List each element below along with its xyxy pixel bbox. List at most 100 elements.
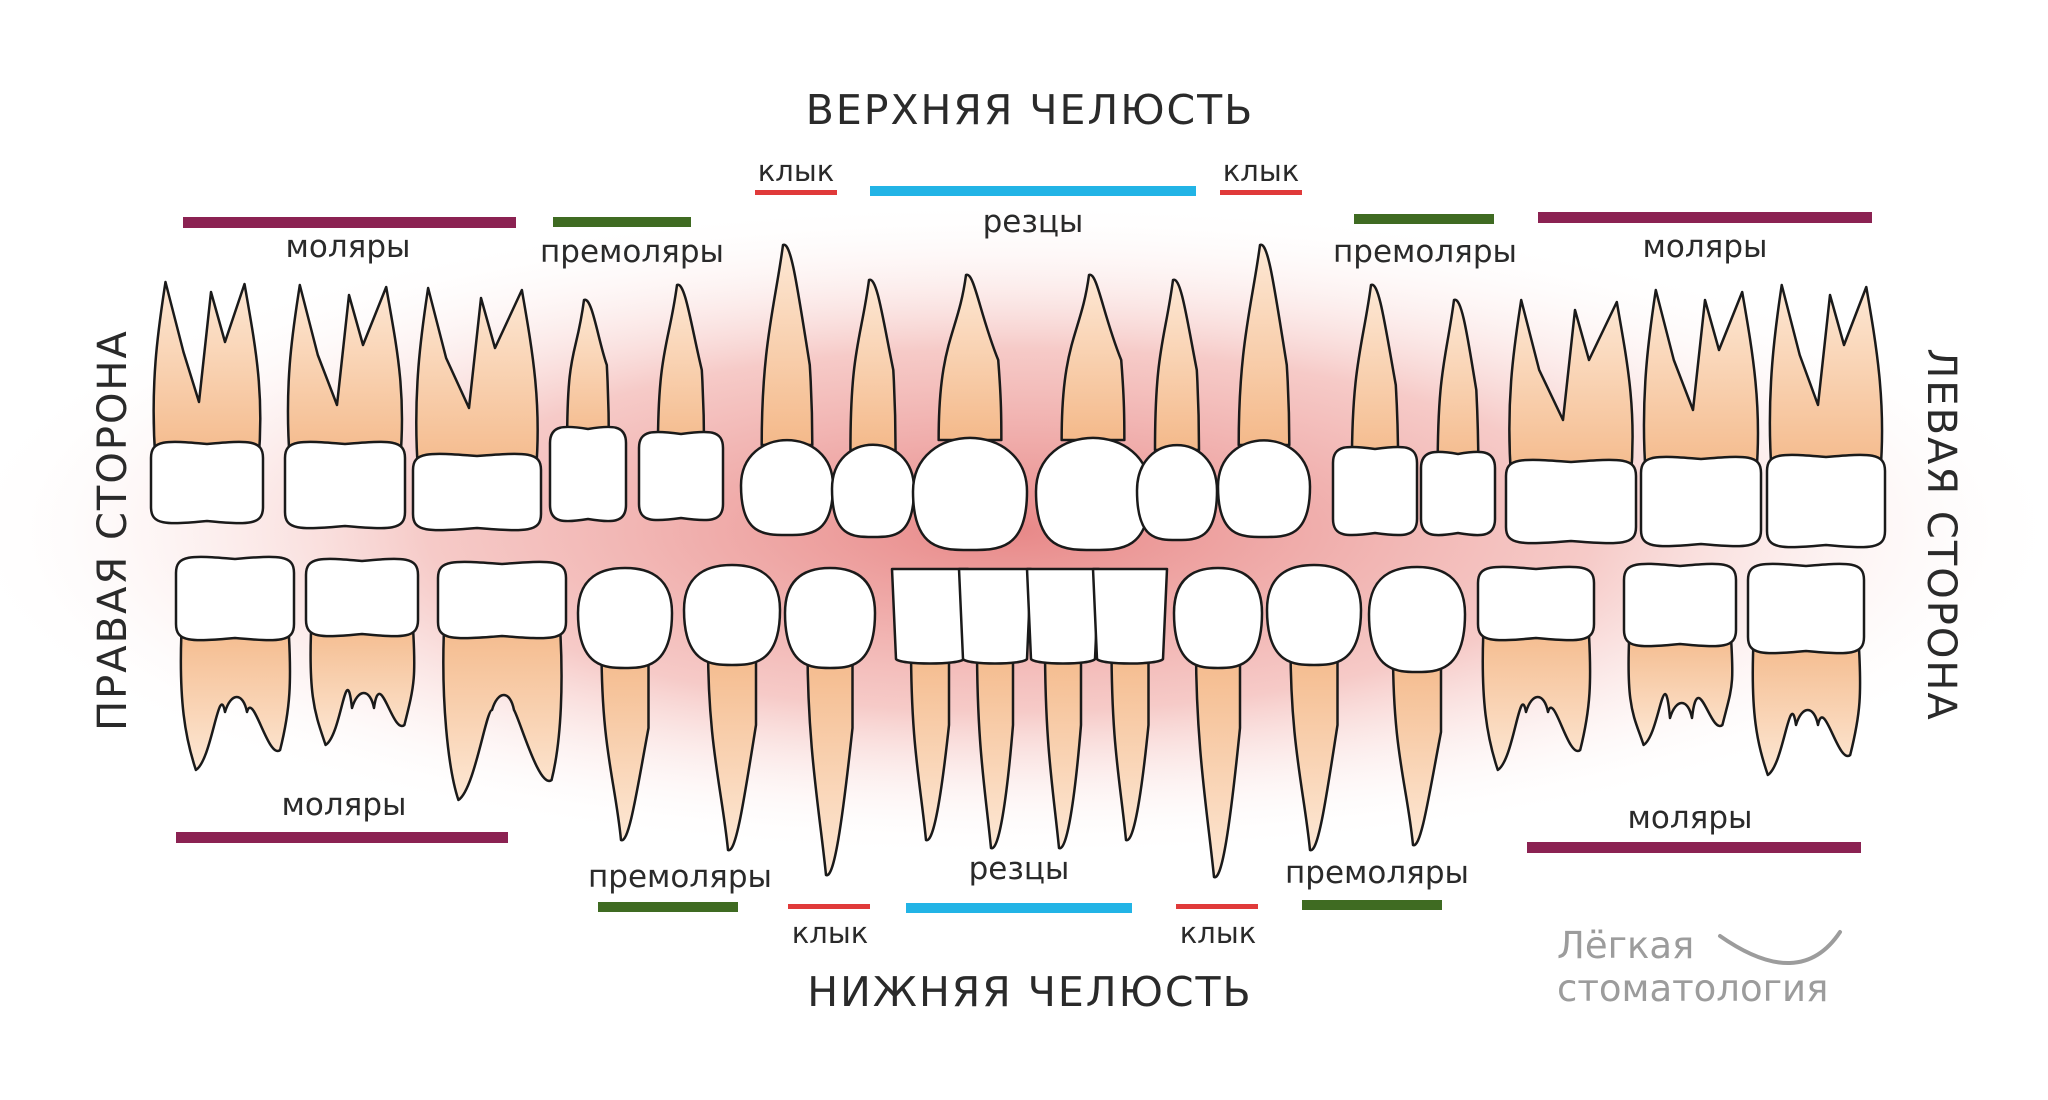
upper-molars-right-label: моляры bbox=[286, 229, 411, 265]
upper-tooth-crown bbox=[1504, 458, 1638, 545]
logo: Лёгкая стоматология bbox=[1557, 924, 1842, 1010]
lower-tooth-crown bbox=[1622, 562, 1738, 648]
upper-tooth-root bbox=[1642, 288, 1760, 477]
upper-tooth-crown bbox=[1135, 444, 1219, 542]
lower-premolars-right-label: премоляры bbox=[588, 859, 772, 895]
lower-molars-right-label: моляры bbox=[282, 787, 407, 823]
lower-tooth-root bbox=[1391, 650, 1443, 847]
upper-tooth-root bbox=[565, 298, 611, 447]
upper-tooth-root bbox=[286, 283, 404, 462]
upper-tooth-root bbox=[656, 283, 706, 452]
bar-lower-premolars-right bbox=[598, 902, 738, 912]
group-bars bbox=[176, 186, 1872, 913]
lower-tooth-crown bbox=[436, 560, 568, 640]
bar-upper-premolars-right bbox=[553, 217, 691, 227]
lower-tooth-root bbox=[179, 620, 292, 772]
logo-line1: Лёгкая bbox=[1557, 924, 1694, 967]
lower-tooth-crown bbox=[890, 567, 970, 665]
lower-tooth-crown bbox=[304, 557, 420, 638]
upper-tooth-crown bbox=[911, 436, 1029, 552]
upper-roots bbox=[152, 243, 1884, 480]
lower-tooth-crown bbox=[1746, 562, 1866, 655]
lower-tooth-root bbox=[706, 643, 758, 852]
upper-tooth-root bbox=[1153, 278, 1201, 452]
lower-tooth-crown bbox=[783, 566, 877, 670]
bar-lower-premolars-left bbox=[1302, 900, 1442, 910]
bar-lower-molars-right bbox=[176, 832, 508, 843]
upper-premolars-left-label: премоляры bbox=[1333, 234, 1517, 270]
lower-tooth-crown bbox=[576, 566, 674, 670]
upper-tooth-crown bbox=[1765, 453, 1887, 549]
lower-jaw-title: НИЖНЯЯ ЧЕЛЮСТЬ bbox=[807, 968, 1252, 1016]
bar-lower-molars-left bbox=[1527, 842, 1861, 853]
bar-upper-molars-right bbox=[183, 217, 516, 228]
bar-upper-molars-left bbox=[1538, 212, 1872, 223]
lower-tooth-root bbox=[442, 618, 563, 802]
lower-tooth-crown bbox=[1091, 567, 1169, 665]
lower-tooth-root bbox=[1751, 633, 1862, 777]
upper-tooth-root bbox=[1350, 283, 1400, 467]
upper-tooth-root bbox=[1768, 283, 1884, 475]
lower-tooth-crown bbox=[174, 555, 296, 642]
lower-tooth-root bbox=[1043, 643, 1083, 850]
upper-tooth-root bbox=[415, 286, 539, 474]
upper-tooth-crown bbox=[548, 425, 628, 523]
lower-tooth-root bbox=[309, 616, 416, 747]
upper-tooth-root bbox=[1508, 298, 1634, 480]
upper-premolars-right-label: премоляры bbox=[540, 234, 724, 270]
upper-tooth-root bbox=[937, 273, 1003, 442]
lower-tooth-crown bbox=[957, 567, 1033, 665]
lower-incisors-label: резцы bbox=[969, 851, 1070, 887]
upper-tooth-crown bbox=[1419, 450, 1497, 537]
logo-smile-icon bbox=[1718, 930, 1842, 965]
upper-molars-left-label: моляры bbox=[1643, 229, 1768, 265]
lower-molars-left-label: моляры bbox=[1628, 800, 1753, 836]
bar-upper-canine-left bbox=[1220, 190, 1302, 195]
lower-tooth-crown bbox=[1367, 565, 1467, 674]
logo-line2: стоматология bbox=[1557, 967, 1828, 1010]
upper-canine-left-label: клык bbox=[1223, 154, 1299, 188]
lower-tooth-root bbox=[1194, 646, 1242, 879]
bar-upper-premolars-left bbox=[1354, 214, 1494, 224]
lower-tooth-root bbox=[1627, 626, 1734, 747]
lower-tooth-root bbox=[600, 646, 650, 842]
upper-tooth-crown bbox=[1034, 436, 1152, 552]
upper-tooth-root bbox=[1237, 243, 1291, 447]
bar-lower-incisors bbox=[906, 903, 1132, 913]
upper-tooth-crown bbox=[283, 440, 407, 530]
upper-tooth-crown bbox=[1331, 445, 1419, 537]
upper-incisors-label: резцы bbox=[983, 204, 1084, 240]
lower-canine-left-label: клык bbox=[1180, 916, 1256, 950]
lower-tooth-root bbox=[1481, 620, 1592, 772]
upper-tooth-root bbox=[849, 278, 897, 452]
upper-tooth-crown bbox=[411, 452, 543, 532]
lower-tooth-crown bbox=[1265, 563, 1363, 667]
bar-upper-canine-right bbox=[755, 190, 837, 195]
lower-crowns bbox=[174, 555, 1866, 674]
lower-tooth-root bbox=[975, 643, 1015, 850]
lower-roots bbox=[179, 616, 1862, 879]
upper-tooth-root bbox=[1060, 273, 1126, 442]
bar-lower-canine-left bbox=[1176, 904, 1258, 909]
upper-tooth-crown bbox=[1639, 455, 1763, 548]
bar-upper-incisors bbox=[870, 186, 1196, 196]
bar-lower-canine-right bbox=[788, 904, 870, 909]
upper-canine-right-label: клык bbox=[758, 154, 834, 188]
upper-tooth-root bbox=[152, 280, 262, 462]
lower-tooth-crown bbox=[682, 563, 782, 667]
lower-tooth-crown bbox=[1025, 567, 1101, 665]
upper-tooth-crown bbox=[637, 430, 725, 522]
lower-tooth-root bbox=[1289, 643, 1339, 852]
left-side-label: ЛЕВАЯ СТОРОНА bbox=[1918, 348, 1964, 722]
upper-tooth-crown bbox=[830, 443, 916, 539]
lower-tooth-root bbox=[1110, 643, 1150, 842]
right-side-label: ПРАВАЯ СТОРОНА bbox=[90, 329, 136, 731]
upper-tooth-root bbox=[760, 243, 814, 447]
lower-tooth-crown bbox=[1172, 566, 1264, 670]
upper-crowns bbox=[149, 425, 1887, 552]
lower-canine-right-label: клык bbox=[792, 916, 868, 950]
upper-tooth-crown bbox=[1216, 439, 1312, 539]
lower-tooth-root bbox=[806, 646, 854, 877]
lower-tooth-crown bbox=[1476, 565, 1596, 642]
